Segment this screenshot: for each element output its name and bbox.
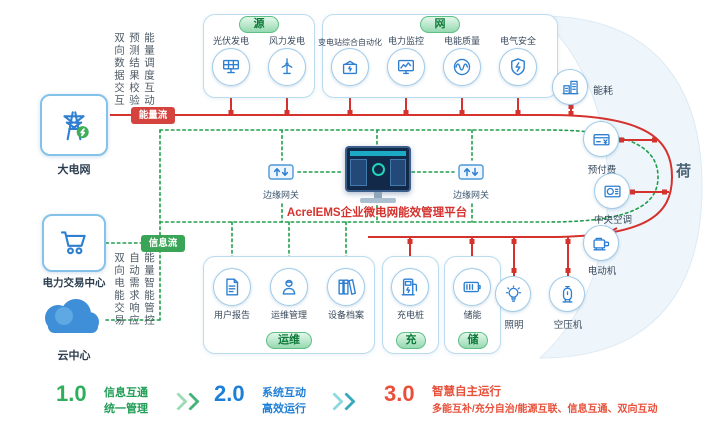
power-monitor-label: 电力监控 [387, 36, 424, 46]
edge-gateway-right [456, 160, 486, 189]
edge-gateway-right-label: 边缘网关 [452, 190, 489, 200]
hvac-icon [603, 185, 621, 197]
legend-3-version: 3.0 [384, 381, 415, 406]
solar-panel-icon [222, 59, 240, 74]
cloud-icon [45, 299, 99, 333]
motor-icon [592, 237, 609, 250]
prepaid-label: 预付费 [587, 165, 617, 176]
cloud-center-node [34, 294, 106, 345]
wind-label: 风力发电 [268, 36, 305, 46]
edge-gateway-left-label: 边缘网关 [262, 190, 299, 200]
energy-consumption-icon [561, 80, 579, 94]
note-top-3: 能量调度互动 [143, 32, 155, 107]
monitor-left-panel [350, 159, 367, 186]
note-bottom-1: 双向电能交易 [113, 252, 125, 327]
user-report-node [213, 268, 251, 306]
edge-gateway-icon [268, 164, 294, 180]
battery-storage-icon [463, 281, 481, 293]
power-monitor-node [387, 48, 425, 86]
substation-node [331, 48, 369, 86]
user-report-label: 用户报告 [213, 310, 250, 320]
battery-storage-label: 储能 [463, 310, 482, 320]
motor-node [583, 225, 619, 261]
edge-gateway-icon [458, 164, 484, 180]
equipment-archive-node [327, 268, 365, 306]
charging-pile-label: 充电桩 [396, 310, 424, 320]
battery-storage-node [453, 268, 491, 306]
info-flow-badge: 信息流 [141, 235, 185, 252]
substation-icon [342, 60, 358, 75]
power-trading-label: 电力交易中心 [42, 277, 106, 289]
edge-gateway-left [266, 160, 296, 189]
pv-node [212, 48, 250, 86]
charging-pile-icon [401, 278, 418, 296]
monitor-stand [374, 192, 382, 199]
electrical-safety-label: 电气安全 [499, 36, 536, 46]
energy-flow-badge: 能量流 [131, 107, 175, 124]
power-trading-node [42, 214, 106, 272]
platform-title: AcrelEMS企业微电网能效管理平台 [286, 207, 468, 219]
note-top-2: 预测结果校验 [128, 32, 140, 107]
energy-consumption-label: 能耗 [593, 86, 613, 97]
legend-2-line-1: 系统互动 [262, 387, 306, 399]
air-compressor-icon [561, 285, 573, 303]
om-management-node [270, 268, 308, 306]
legend-2-version: 2.0 [214, 381, 245, 406]
storage-header: 储 [458, 332, 488, 349]
user-report-icon [226, 278, 239, 296]
wind-turbine-icon [281, 58, 293, 75]
om-management-icon [282, 279, 296, 295]
electrical-safety-icon [511, 58, 525, 76]
source-header: 源 [239, 16, 279, 33]
power-grid-node [40, 94, 108, 156]
cloud-center-label: 云中心 [57, 350, 91, 362]
monitor-top-bar [350, 151, 406, 156]
energy-consumption-node [552, 69, 588, 105]
pv-label: 光伏发电 [212, 36, 249, 46]
equipment-archive-icon [338, 279, 357, 295]
legend-3-line-2: 多能互补/充分自治/能源互联、信息互通、双向互动 [432, 404, 658, 415]
wind-node [268, 48, 306, 86]
note-bottom-2: 自动需求响应 [128, 252, 140, 327]
central-monitor [345, 146, 411, 192]
power-tower-icon [63, 111, 89, 141]
monitor-right-panel [390, 159, 406, 186]
hvac-label: 中央空调 [593, 215, 632, 226]
electrical-safety-node [499, 48, 537, 86]
equipment-archive-label: 设备档案 [327, 310, 364, 320]
charging-header: 充 [396, 332, 426, 349]
motor-label: 电动机 [587, 266, 617, 277]
air-compressor-label: 空压机 [553, 320, 583, 331]
legend-3-line-1: 智慧自主运行 [432, 386, 501, 398]
lighting-icon [505, 285, 521, 302]
legend-1-line-1: 信息互通 [104, 387, 148, 399]
air-compressor-node [549, 276, 585, 312]
legend-1-version: 1.0 [56, 381, 87, 406]
shopping-cart-icon [60, 231, 86, 255]
power-quality-label: 电能质量 [443, 36, 480, 46]
hvac-node [594, 173, 630, 209]
load-side-label: 荷 [676, 163, 692, 180]
power-quality-icon [453, 58, 471, 76]
prepaid-node [583, 121, 619, 157]
om-management-label: 运维管理 [270, 310, 307, 320]
lighting-label: 照明 [504, 320, 524, 331]
monitor-gauge [372, 163, 385, 176]
power-monitor-icon [397, 59, 415, 75]
monitor-base [360, 198, 396, 203]
lighting-node [495, 276, 531, 312]
charging-pile-node [391, 268, 429, 306]
legend-1-line-2: 统一管理 [104, 403, 148, 415]
prepaid-icon [592, 133, 610, 145]
note-top-1: 双向数据交互 [113, 32, 125, 107]
power-quality-node [443, 48, 481, 86]
legend-2-line-2: 高效运行 [262, 403, 306, 415]
power-grid-label: 大电网 [57, 164, 91, 176]
om-header: 运维 [266, 332, 312, 349]
note-bottom-3: 能量智能管控 [143, 252, 155, 327]
grid-header: 网 [420, 16, 460, 33]
substation-label: 变电站综合自动化 [318, 38, 382, 47]
